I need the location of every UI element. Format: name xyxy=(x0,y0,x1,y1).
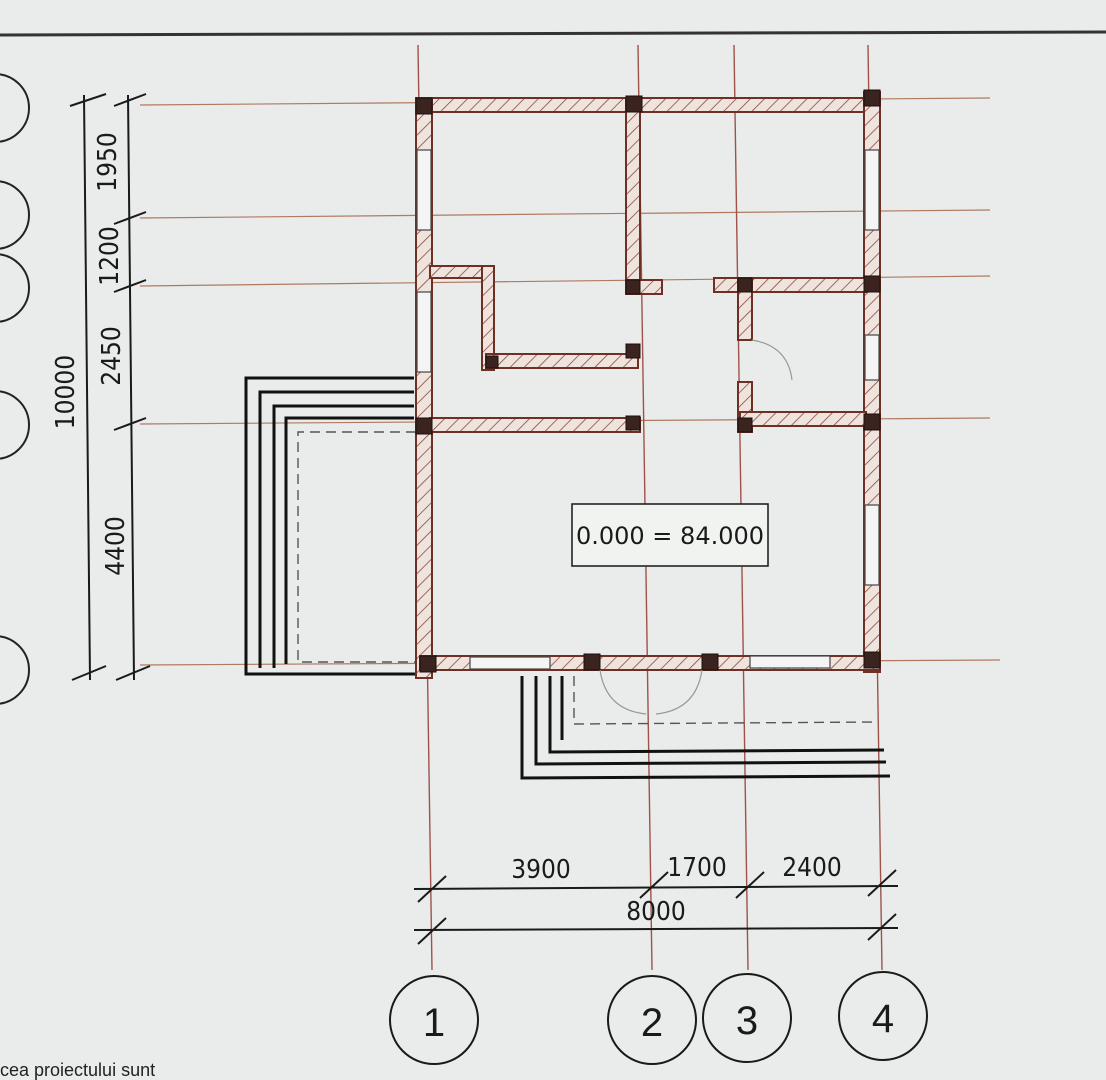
left-terrace xyxy=(244,376,418,676)
axis-bubble-1 xyxy=(389,975,479,1065)
vertical-dimension-chain xyxy=(69,93,151,681)
axis-bubble-4 xyxy=(838,971,928,1061)
structural-columns xyxy=(415,89,881,673)
interior-walls xyxy=(429,99,867,433)
vdim-segment-1: 1950 xyxy=(93,132,123,192)
caption-text: cea proiectului sunt xyxy=(0,1060,156,1080)
axis-bubble-2 xyxy=(607,975,697,1065)
hdim-total: 8000 xyxy=(626,897,686,927)
vdim-segment-2: 1200 xyxy=(95,226,125,286)
vdim-total: 10000 xyxy=(51,355,81,429)
bottom-terrace xyxy=(520,676,891,780)
level-marker-label: 0.000 = 84.000 xyxy=(576,522,764,550)
bottom-terrace-dashed xyxy=(573,676,879,725)
row-axis-bubbles xyxy=(0,73,30,705)
sheet-border-top xyxy=(0,30,1106,37)
exterior-walls xyxy=(415,91,881,679)
axis-label-4: 4 xyxy=(872,997,894,1041)
axis-label-3: 3 xyxy=(736,999,758,1043)
door-swings xyxy=(599,339,793,715)
axis-label-2: 2 xyxy=(641,1001,663,1045)
vdim-segment-4: 4400 xyxy=(101,516,131,576)
axis-label-1: 1 xyxy=(423,1001,445,1045)
hdim-segment-2: 1700 xyxy=(667,853,727,883)
column-axis-bubbles xyxy=(389,971,928,1065)
level-marker-box xyxy=(571,503,769,567)
axis-bubble-3 xyxy=(702,973,792,1063)
left-terrace-dashed xyxy=(297,431,416,663)
hdim-segment-3: 2400 xyxy=(782,853,842,883)
hdim-segment-1: 3900 xyxy=(511,855,571,885)
horizontal-dimension-chain xyxy=(413,869,899,945)
windows xyxy=(416,149,880,670)
vdim-segment-3: 2450 xyxy=(97,326,127,386)
